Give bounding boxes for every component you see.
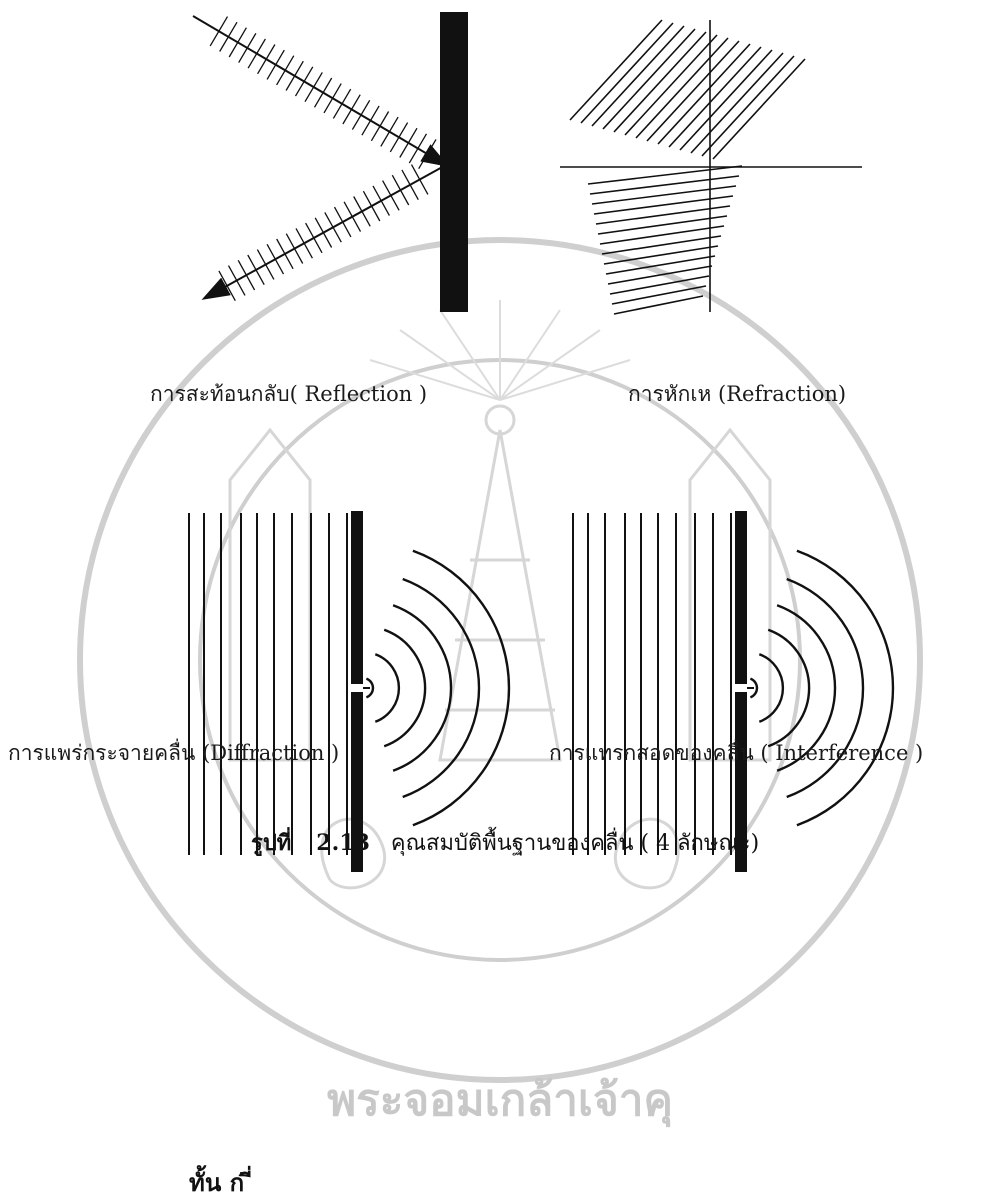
refracted-wavefront bbox=[602, 236, 721, 254]
barrier-upper bbox=[351, 511, 363, 684]
refracted-wavefront bbox=[614, 296, 703, 314]
wavefront-tick bbox=[315, 218, 331, 248]
barrier-upper bbox=[735, 511, 747, 684]
incident-wavefront bbox=[625, 35, 717, 135]
incident-wavefront bbox=[636, 38, 728, 138]
refracted-wavefront bbox=[612, 286, 706, 304]
wavefront-tick bbox=[344, 202, 360, 232]
refracted-wavefront bbox=[590, 176, 739, 194]
interference-diagram bbox=[573, 511, 893, 872]
refracted-wavefronts bbox=[588, 166, 742, 314]
incident-wavefront bbox=[680, 50, 772, 150]
refracted-wavefront bbox=[592, 186, 736, 204]
diffraction-caption: การแพร่กระจายคลื่น (Diffraction ) bbox=[8, 737, 339, 770]
refracted-wavefront bbox=[610, 276, 709, 294]
interference-caption: การแทรกสอดของคลื่น ( Interference ) bbox=[549, 737, 923, 770]
incident-wavefront bbox=[570, 20, 662, 120]
wavefront-tick bbox=[286, 234, 302, 264]
cut-off-text: ทั้น ก่ ี่ bbox=[189, 1163, 252, 1202]
wavefront-tick bbox=[363, 191, 379, 221]
incident-wavefront bbox=[658, 44, 750, 144]
plane-wavefronts bbox=[189, 513, 347, 855]
incident-wavefront bbox=[713, 59, 805, 159]
incident-wavefront bbox=[691, 53, 783, 153]
incident-wavefront bbox=[702, 56, 794, 156]
circular-wavefront bbox=[768, 630, 809, 747]
figure-label: รูปที่ bbox=[251, 830, 291, 856]
incident-wavefront bbox=[614, 32, 706, 132]
reflection-mirror bbox=[440, 12, 468, 312]
circular-wavefront bbox=[375, 654, 399, 722]
wavefront-tick bbox=[392, 175, 408, 205]
figure-number: 2.13 bbox=[316, 830, 370, 856]
figure-description: คุณสมบัติพื้นฐานของคลื่น ( 4 ลักษณะ) bbox=[391, 831, 759, 856]
wavefront-tick bbox=[383, 181, 400, 211]
reflection-caption: การสะท้อนกลับ( Reflection ) bbox=[150, 378, 427, 411]
wavefront-tick bbox=[219, 271, 235, 301]
wavefront-tick bbox=[277, 239, 293, 269]
wavefront-tick bbox=[402, 170, 418, 200]
refracted-wavefront bbox=[588, 166, 742, 184]
wavefront-tick bbox=[238, 260, 254, 290]
incident-wavefront bbox=[647, 41, 739, 141]
wavefront-tick bbox=[267, 244, 283, 274]
wavefront-ticks bbox=[210, 17, 436, 301]
circular-wavefront bbox=[393, 605, 451, 770]
refraction-diagram bbox=[560, 20, 862, 314]
wavefront-tick bbox=[296, 228, 312, 258]
reflection-diagram bbox=[193, 12, 468, 312]
circular-wavefront bbox=[384, 630, 425, 747]
refracted-wavefront bbox=[600, 226, 724, 244]
circular-wavefront bbox=[403, 579, 479, 797]
wavefront-tick bbox=[306, 223, 322, 253]
refracted-wavefront bbox=[604, 246, 718, 264]
diffraction-diagram bbox=[189, 511, 509, 872]
incident-wavefront bbox=[669, 47, 761, 147]
figure-caption: รูปที่ 2.13 คุณสมบัติพื้นฐานของคลื่น ( 4… bbox=[251, 825, 759, 860]
circular-wavefront bbox=[759, 654, 783, 722]
wavefront-tick bbox=[257, 250, 274, 280]
refracted-wavefront bbox=[608, 266, 712, 284]
incident-wavefront bbox=[581, 23, 673, 123]
refracted-wavefront bbox=[598, 216, 727, 234]
refracted-wavefront bbox=[606, 256, 715, 274]
wavefront-tick bbox=[325, 212, 342, 242]
wavefront-tick bbox=[354, 197, 371, 227]
circular-wavefronts bbox=[366, 551, 509, 825]
wavefront-tick bbox=[373, 186, 389, 216]
incident-wavefront bbox=[603, 29, 695, 129]
refraction-caption: การหักเห (Refraction) bbox=[628, 378, 846, 411]
incident-wavefronts bbox=[570, 20, 805, 159]
plane-wavefronts bbox=[573, 513, 731, 855]
incident-wavefront bbox=[592, 26, 684, 126]
wavefront-tick bbox=[335, 207, 351, 237]
circular-wavefronts bbox=[750, 551, 893, 825]
wavefront-tick bbox=[229, 266, 246, 296]
wavefront-tick bbox=[412, 165, 428, 195]
wavefront-tick bbox=[248, 255, 264, 285]
refracted-wavefront bbox=[594, 196, 733, 214]
